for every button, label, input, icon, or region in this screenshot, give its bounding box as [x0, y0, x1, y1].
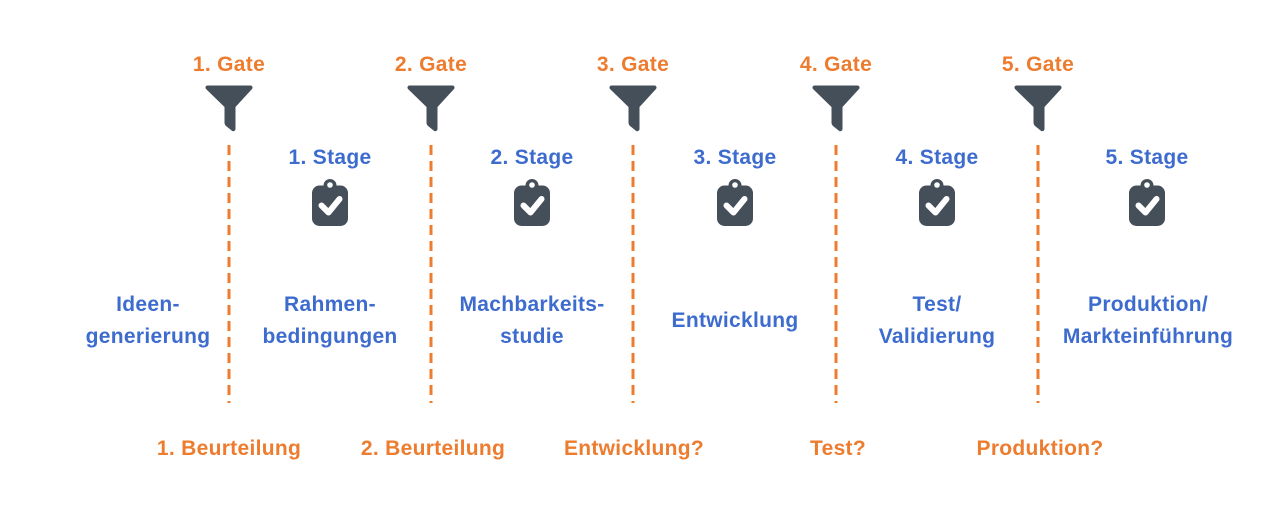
gate-2-label: 2. Gate — [394, 53, 468, 76]
gate-3-label: 3. Gate — [596, 53, 670, 76]
clipboard-check-icon — [311, 178, 349, 227]
stage-3-label: 3. Stage — [693, 146, 777, 169]
gate-3-dashed-line — [631, 145, 635, 403]
gate-1-label: 1. Gate — [192, 53, 266, 76]
phase-line-2: Validierung — [878, 325, 996, 348]
phase-line-2: generierung — [85, 325, 211, 348]
phase-label: Produktion/ Markteinführung — [1063, 289, 1233, 353]
funnel-icon — [407, 84, 455, 134]
gate-question-label: Test? — [810, 437, 866, 460]
phase-line-1: Produktion/ — [1088, 293, 1208, 316]
phase-line-2: bedingungen — [262, 325, 398, 348]
gate-5-label: 5. Gate — [1001, 53, 1075, 76]
gate-2-dashed-line — [429, 145, 433, 403]
phase-label: Rahmen- bedingungen — [262, 289, 397, 353]
gate-question-label: 2. Beurteilung — [360, 437, 506, 460]
gate-1-dashed-line — [227, 145, 231, 403]
stage-2-label: 2. Stage — [490, 146, 574, 169]
funnel-icon — [812, 84, 860, 134]
phase-label: Ideen- generierung — [86, 289, 211, 353]
funnel-icon — [609, 84, 657, 134]
phase-line-1: Test/ — [912, 293, 962, 316]
phase-label: Entwicklung — [672, 305, 799, 337]
gate-4-dashed-line — [834, 145, 838, 403]
phase-line-2: studie — [500, 325, 564, 348]
phase-line-1: Machbarkeits- — [459, 293, 605, 316]
stage-4-label: 4. Stage — [895, 146, 979, 169]
stage-1-label: 1. Stage — [288, 146, 372, 169]
funnel-icon — [1014, 84, 1062, 134]
phase-label: Test/ Validierung — [879, 289, 996, 353]
funnel-icon — [205, 84, 253, 134]
clipboard-check-icon — [716, 178, 754, 227]
phase-line-1: Rahmen- — [284, 293, 376, 316]
clipboard-check-icon — [513, 178, 551, 227]
phase-line-1: Ideen- — [116, 293, 180, 316]
phase-line-1: Entwicklung — [671, 309, 799, 332]
phase-label: Machbarkeits- studie — [459, 289, 604, 353]
stage-5-label: 5. Stage — [1105, 146, 1189, 169]
gate-question-label: 1. Beurteilung — [156, 437, 302, 460]
phase-line-2: Markteinführung — [1062, 325, 1234, 348]
clipboard-check-icon — [1128, 178, 1166, 227]
gate-5-dashed-line — [1036, 145, 1040, 403]
clipboard-check-icon — [918, 178, 956, 227]
gate-4-label: 4. Gate — [799, 53, 873, 76]
gate-question-label: Produktion? — [976, 437, 1104, 460]
gate-question-label: Entwicklung? — [563, 437, 705, 460]
